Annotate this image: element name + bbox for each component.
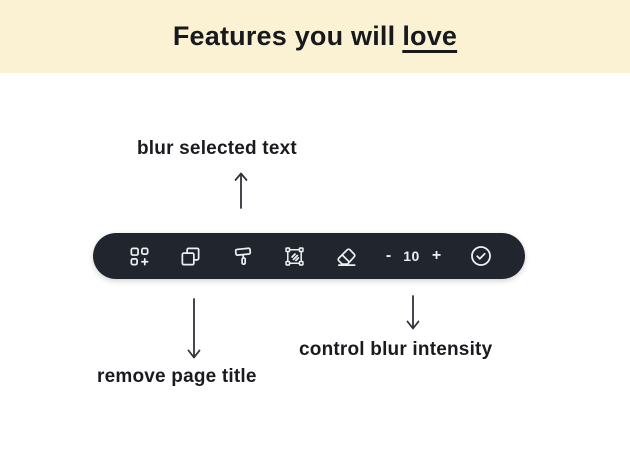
callout-remove-page-title: remove page title (97, 366, 257, 387)
page-title-emphasis: love (402, 21, 458, 51)
down-arrow-left (186, 297, 202, 361)
editor-toolbar: - 10 + (93, 233, 525, 279)
down-arrow-right (405, 294, 421, 332)
up-arrow (233, 170, 249, 210)
eraser-button[interactable] (334, 244, 358, 268)
add-component-icon (128, 245, 151, 268)
increase-intensity-button[interactable]: + (431, 247, 442, 264)
duplicate-icon (179, 245, 202, 268)
callout-blur-selected-text: blur selected text (137, 138, 297, 159)
paint-roller-icon (231, 245, 254, 268)
decrease-intensity-button[interactable]: - (385, 247, 392, 264)
confirm-check-icon (469, 244, 493, 268)
confirm-button[interactable] (469, 244, 493, 268)
paint-roller-button[interactable] (231, 244, 255, 268)
blur-intensity-stepper: - 10 + (385, 247, 442, 265)
blur-selection-icon (283, 245, 306, 268)
intensity-value: 10 (403, 248, 420, 264)
duplicate-button[interactable] (179, 244, 203, 268)
blur-selection-button[interactable] (282, 244, 306, 268)
add-component-button[interactable] (127, 244, 151, 268)
eraser-icon (335, 245, 358, 268)
page-title-prefix: Features you will (172, 21, 396, 51)
callout-control-blur-intensity: control blur intensity (299, 339, 493, 360)
